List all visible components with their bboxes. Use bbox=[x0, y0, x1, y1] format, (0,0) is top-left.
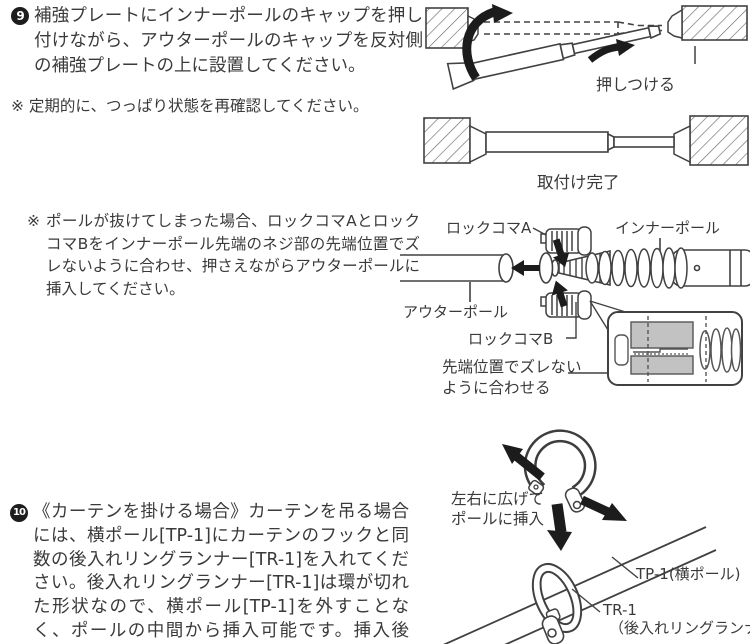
rotate-up-arrow-icon bbox=[462, 4, 513, 81]
install-rotation-diagram bbox=[425, 4, 748, 91]
left-wall bbox=[423, 117, 487, 164]
ring-runner-diagram bbox=[443, 429, 717, 644]
ring-on-pole bbox=[531, 563, 583, 644]
step-10-paragraph: 10 《カーテンを掛ける場合》カーテンを吊る場合には、横ポール[TP-1]にカー… bbox=[10, 501, 409, 644]
lock-koma-diagram bbox=[400, 226, 750, 386]
step-9-number-badge: 9 bbox=[11, 7, 29, 25]
install-complete-diagram bbox=[423, 115, 749, 166]
push-arrow-icon bbox=[587, 39, 635, 63]
spread-right-arrow-icon bbox=[580, 495, 627, 521]
push-label: 押しつける bbox=[596, 75, 676, 94]
inner-pole-label: インナーポール bbox=[615, 219, 721, 237]
tr1-runner-label-line2: （後入れリングランナー） bbox=[609, 619, 750, 637]
lock-koma-a bbox=[540, 226, 592, 256]
install-complete-caption: 取付け完了 bbox=[537, 173, 620, 192]
step-9-note: ※ 定期的に、つっぱり状態を再確認してください。 bbox=[11, 95, 400, 117]
pole-removed-note: ※ ポールが抜けてしまった場合、ロックコマAとロックコマBをインナーポール先端の… bbox=[27, 210, 420, 300]
step-9-paragraph: 9 補強プレートにインナーポールのキャップを押し付けながら、アウターポールのキャ… bbox=[11, 4, 423, 79]
lock-koma-b-label: ロックコマB bbox=[468, 330, 554, 348]
step-9-note-text: ※ 定期的に、つっぱり状態を再確認してください。 bbox=[11, 97, 369, 115]
koma-a-down-arrow-icon bbox=[552, 238, 570, 268]
spread-insert-line1: 左右に広げて bbox=[451, 490, 545, 508]
lock-koma-a-label: ロックコマA bbox=[446, 219, 532, 237]
step-10-number-badge: 10 bbox=[10, 504, 28, 522]
outer-pole bbox=[400, 253, 514, 302]
outer-pole-label: アウターポール bbox=[403, 303, 509, 321]
spread-left-arrow-icon bbox=[502, 444, 545, 481]
insert-down-arrow-icon bbox=[547, 503, 572, 551]
tr1-runner-label-line1: TR-1 bbox=[603, 601, 637, 619]
note-asterisk-marker: ※ bbox=[27, 212, 40, 230]
alignment-note-line1: 先端位置でズレない bbox=[442, 358, 582, 376]
alignment-callout-box bbox=[607, 311, 743, 386]
step-9-text: 補強プレートにインナーポールのキャップを押し付けながら、アウターポールのキャップ… bbox=[34, 6, 423, 76]
right-wall bbox=[667, 5, 748, 64]
right-wall bbox=[673, 115, 749, 166]
end-disc bbox=[538, 252, 560, 284]
spread-insert-line2: ポールに挿入 bbox=[451, 510, 545, 528]
insert-left-arrow-icon bbox=[511, 260, 540, 276]
tp1-pole-label: TP-1(横ポール) bbox=[636, 565, 741, 583]
tension-pole-horizontal bbox=[485, 131, 675, 153]
step-10-text: 《カーテンを掛ける場合》カーテンを吊る場合には、横ポール[TP-1]にカーテンの… bbox=[33, 502, 409, 641]
alignment-note-line2: ように合わせる bbox=[442, 379, 551, 397]
label-pointer-lines bbox=[571, 556, 639, 613]
koma-b-up-arrow-icon bbox=[551, 280, 568, 308]
pole-removed-note-text: ポールが抜けてしまった場合、ロックコマAとロックコマBをインナーポール先端のネジ… bbox=[46, 212, 420, 298]
spring bbox=[585, 247, 688, 289]
spread-insert-label: 左右に広げて ポールに挿入 bbox=[451, 489, 544, 529]
alignment-note-label: 先端位置でズレない ように合わせる bbox=[442, 357, 582, 399]
